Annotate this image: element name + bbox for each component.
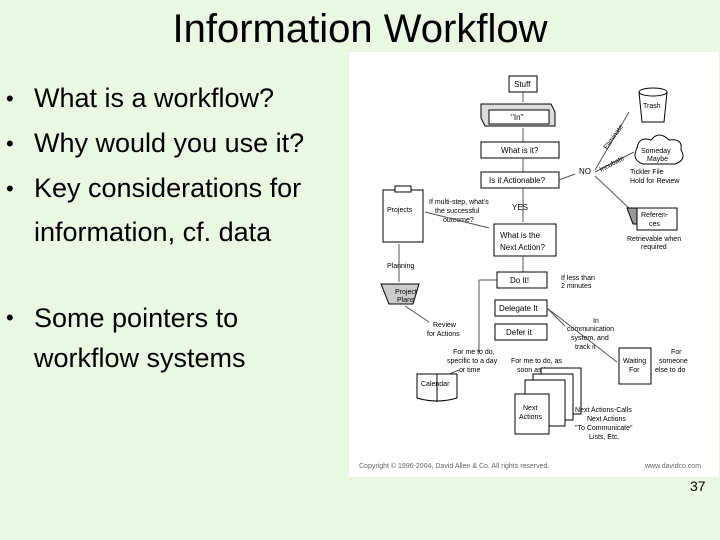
projects-label: Projects — [387, 207, 413, 214]
arrow — [594, 175, 632, 211]
stuff-label: Stuff — [514, 80, 531, 89]
lists-label-1: Next Actions-Calls — [575, 407, 632, 414]
bullet-item: Key considerations for — [4, 166, 354, 211]
someone-label-2: someone — [659, 358, 688, 365]
calendar-label: Calendar — [421, 381, 450, 388]
waiting-label-1: Waiting — [623, 358, 646, 365]
next-actions-label-1: Next — [523, 405, 537, 412]
comm-label-2: communication — [567, 326, 614, 333]
someday-label: Someday — [641, 148, 671, 155]
arrow — [546, 307, 566, 327]
less-than-label-1: If less than — [561, 275, 595, 282]
what-is-it-label: What is it? — [501, 146, 539, 155]
project-plans-tray — [380, 283, 420, 305]
clip-icon — [394, 185, 412, 193]
actionable-label: Is it Actionable? — [489, 176, 546, 185]
in-label: "In" — [511, 113, 524, 122]
maybe-label: Maybe — [647, 156, 668, 163]
copyright-label: Copyright © 1996-2004, David Allen & Co.… — [359, 462, 549, 470]
arrow — [424, 211, 490, 229]
comm-label-4: track it — [575, 344, 596, 351]
multistep-label-1: If multi-step, what's — [429, 199, 489, 206]
next-action-label-2: Next Action? — [500, 243, 545, 252]
arrow — [594, 151, 635, 173]
bullet-item: What is a workflow? — [4, 76, 354, 121]
comm-label-1: In — [593, 318, 599, 325]
me-label-3: or time — [459, 367, 481, 374]
trash-label: Trash — [643, 103, 661, 110]
bullet-list-2: Some pointers to workflow systems — [4, 298, 354, 378]
defer-box — [494, 323, 548, 341]
someone-label-1: For — [671, 349, 682, 356]
bullet-text: information, cf. data — [34, 217, 272, 247]
cloud-icon — [634, 134, 684, 165]
page-number: 37 — [690, 478, 706, 494]
next-action-box — [493, 223, 557, 257]
retrievable-label-2: required — [641, 244, 667, 251]
next-action-label-1: What is the — [500, 231, 541, 240]
arrow — [594, 111, 630, 171]
reference-label-2: ces — [649, 221, 660, 228]
lists-label-3: "To Communicate" — [575, 425, 633, 432]
review-label-2: for Actions — [427, 331, 460, 338]
tickler-label-1: Tickler File — [630, 169, 664, 176]
asap-label-1: For me to do, as — [511, 358, 562, 365]
bullet-item: Some pointers to — [4, 298, 354, 338]
workflow-diagram: Stuff "In" What is it? Is it Actionable?… — [349, 52, 719, 477]
defer-label: Defer it — [506, 328, 533, 337]
arrow — [546, 307, 618, 363]
lists-label-4: Lists, Etc. — [589, 434, 619, 441]
me-label-1: For me to do, — [453, 349, 495, 356]
what-is-it-box — [480, 141, 560, 159]
bullet-continuation: workflow systems — [34, 343, 246, 373]
slide-title: Information Workflow — [172, 7, 548, 51]
eliminate-label: Eliminate — [603, 123, 625, 151]
delegate-label: Delegate It — [499, 304, 538, 313]
planning-label: Planning — [387, 263, 414, 270]
review-label-1: Review — [433, 322, 457, 329]
do-it-label: Do It! — [510, 276, 529, 285]
someone-label-3: else to do — [655, 367, 685, 374]
me-label-2: specific to a day — [447, 358, 498, 365]
reference-label-1: Referen- — [641, 212, 669, 219]
no-label: NO — [579, 167, 591, 176]
comm-label-3: system, and — [571, 335, 609, 342]
next-actions-label-2: Actions — [519, 414, 542, 421]
tickler-label-2: Hold for Review — [630, 178, 680, 185]
arrow — [404, 305, 430, 323]
lists-label-2: Next Actions — [587, 416, 626, 423]
bullet-continuation: information, cf. data — [4, 211, 354, 253]
trash-lid — [638, 87, 668, 97]
project-plans-label-1: Project — [395, 289, 417, 296]
waiting-label-2: For — [629, 367, 640, 374]
arrow — [448, 369, 460, 375]
projects-clipboard — [382, 189, 424, 243]
bullet-item: Why would you use it? — [4, 121, 354, 166]
retrievable-label-1: Retrievable when — [627, 236, 681, 243]
yes-label: YES — [512, 203, 528, 212]
workflow-diagram-svg: Stuff "In" What is it? Is it Actionable?… — [359, 75, 701, 470]
project-plans-label-2: Plans — [397, 297, 415, 304]
arrow — [558, 173, 576, 181]
less-than-label-2: 2 minutes — [561, 283, 592, 290]
website-label: www.davidco.com — [644, 463, 701, 470]
waiting-for-box — [618, 347, 652, 385]
bullet-list: What is a workflow? Why would you use it… — [4, 76, 354, 253]
in-tray-inner — [488, 109, 550, 125]
asap-label-2: soon as I can — [517, 367, 559, 374]
reference-box — [636, 207, 678, 231]
multistep-label-2: the successful — [435, 208, 480, 215]
next-actions-card — [514, 393, 550, 435]
